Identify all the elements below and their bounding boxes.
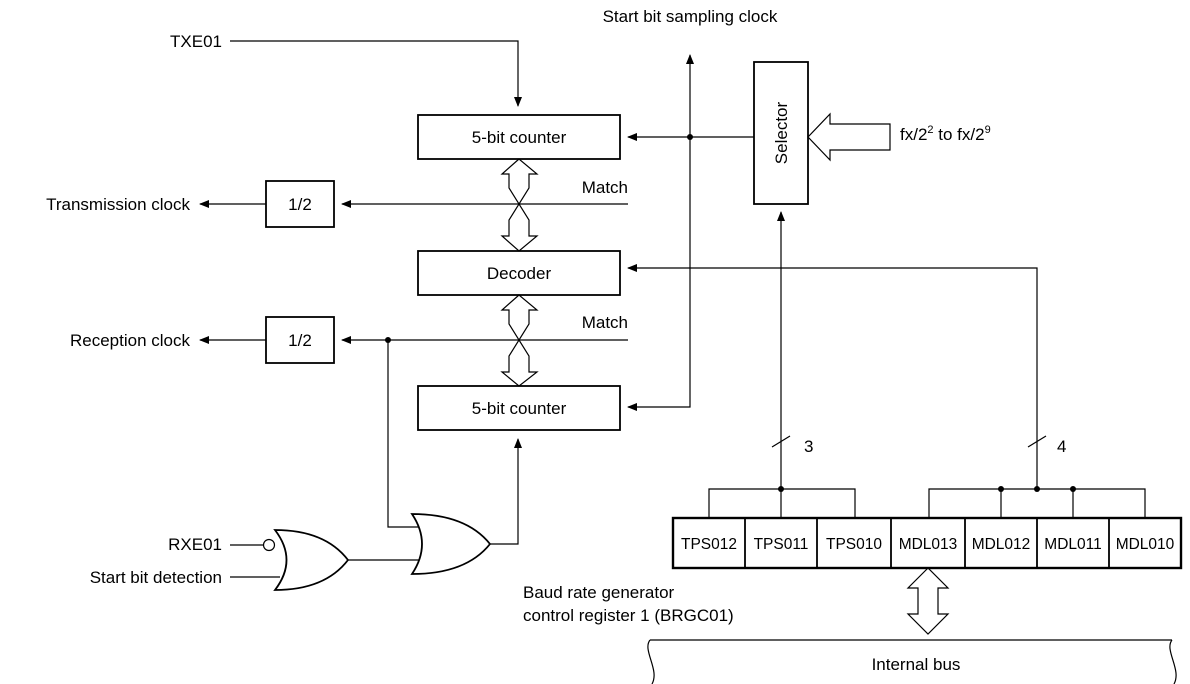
register-bit: MDL013 [899,536,958,553]
match-arrows-top [500,158,539,252]
register-bit: MDL012 [972,536,1031,553]
register-name-line2: control register 1 (BRGC01) [523,606,734,625]
internal-bus [647,639,1177,684]
reception-clock-label: Reception clock [70,331,191,350]
bus-width-tps: 3 [804,437,813,456]
start-detection-label: Start bit detection [90,568,222,587]
register-bit: TPS011 [754,536,809,553]
match-top-label: Match [582,178,628,197]
or-gate-1 [273,529,350,591]
start-sampling-label: Start bit sampling clock [603,7,778,26]
register-bit: TPS010 [826,536,882,553]
divider-bottom-label: 1/2 [288,331,312,350]
register-bit: MDL011 [1044,536,1101,553]
match-arrows-bottom [500,294,539,387]
mdl-to-decoder-line [627,264,1038,489]
decoder-label: Decoder [487,264,552,283]
counter-top-box [417,114,621,160]
txe01-line [230,40,522,107]
clock-source-label: fx/22 to fx/29 [900,124,991,144]
register-bit: TPS012 [681,536,737,553]
bus-slash-tps [771,435,791,448]
match-bottom-label: Match [582,313,628,332]
divider-bottom-box [265,316,335,364]
feedback-line [387,340,420,528]
decoder-box [417,250,621,296]
rxe01-label: RXE01 [168,535,222,554]
clock-source-arrow [807,112,891,162]
selector-box [753,61,809,205]
selector-to-counter-bottom [627,137,691,411]
register-name-line1: Baud rate generator [523,583,675,602]
mdl-bracket [928,488,1146,518]
inverter-bubble [262,538,276,552]
txe01-label: TXE01 [170,32,222,51]
selector-label: Selector [772,101,791,164]
bus-width-mdl: 4 [1057,437,1066,456]
or-gate-2 [410,513,492,575]
register-brgc01: TPS012 TPS011 TPS010 MDL013 MDL012 MDL01… [671,516,1183,570]
internal-bus-label: Internal bus [872,655,961,674]
divider-top-label: 1/2 [288,195,312,214]
bus-slash-mdl [1027,435,1047,448]
counter-top-label: 5-bit counter [472,128,567,147]
tps-bracket [708,488,856,518]
register-bus-arrow [906,567,950,635]
register-bit: MDL010 [1116,536,1175,553]
counter-bottom-label: 5-bit counter [472,399,567,418]
divider-top-box [265,180,335,228]
or2-to-counter-line [490,438,522,545]
transmission-clock-label: Transmission clock [46,195,190,214]
